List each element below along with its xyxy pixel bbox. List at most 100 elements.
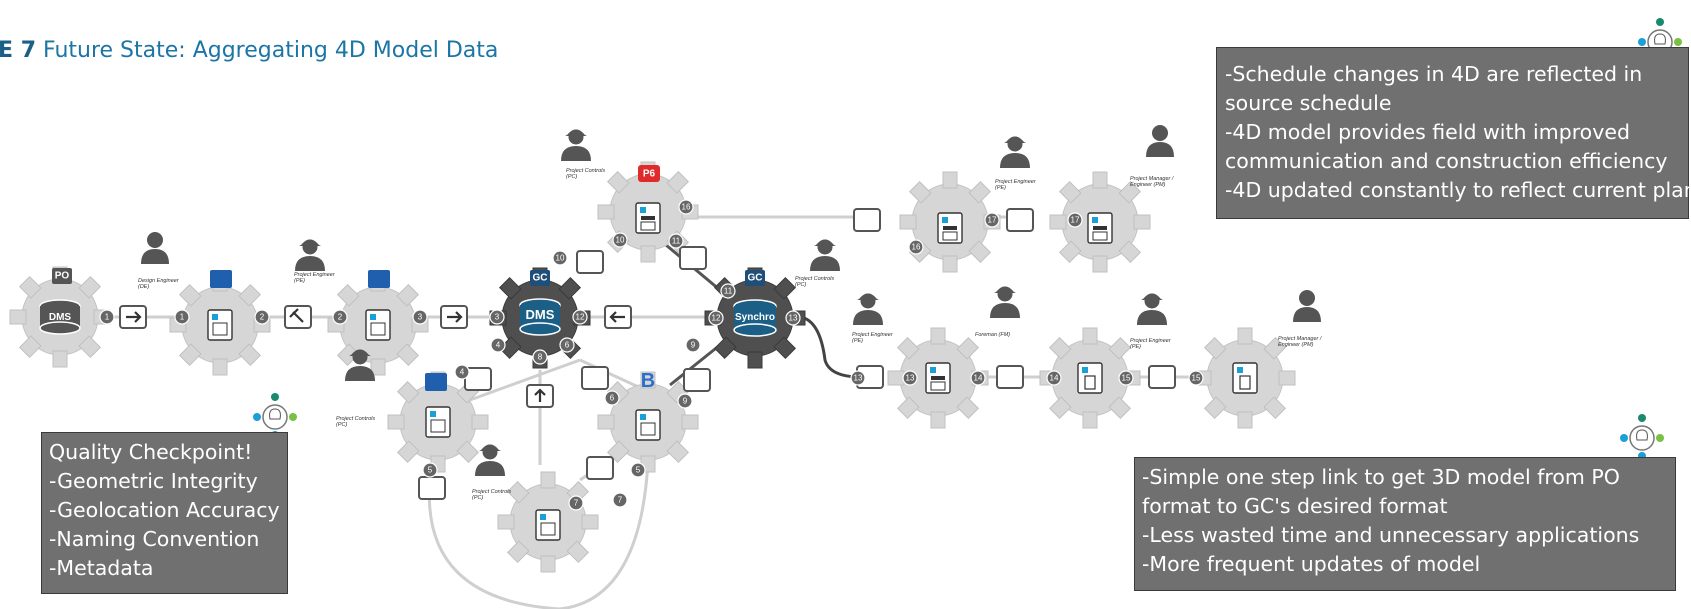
step-number-label: 3 [418, 313, 423, 322]
step-number-marker: 5 [630, 462, 646, 478]
schedule-benefits-note: -Schedule changes in 4D are reflected in… [1216, 47, 1691, 219]
step-number-label: 15 [1122, 374, 1131, 383]
step-number-label: 14 [974, 374, 983, 383]
svg-text:Project Manager /Engineer (PM): Project Manager /Engineer (PM) [1278, 336, 1322, 348]
svg-text:Project Engineer(PE): Project Engineer(PE) [852, 332, 894, 344]
note-line: -Less wasted time and unnecessary applic… [1142, 523, 1640, 547]
note-line: -Geolocation Accuracy [49, 498, 280, 522]
step-number-marker: 3 [412, 309, 428, 325]
step-number-label: 12 [712, 314, 721, 323]
step-number-label: 4 [496, 341, 501, 350]
step-number-label: 13 [854, 374, 863, 383]
step-number-label: 9 [683, 397, 688, 406]
step-number-marker: 7 [568, 495, 584, 511]
svg-text:B: B [641, 370, 655, 392]
project-manager-person-icon [1293, 290, 1321, 322]
step-number-marker: 9 [677, 393, 693, 409]
svg-text:GC: GC [533, 273, 548, 284]
step-number-marker: 4 [490, 337, 506, 353]
step-number-label: 13 [789, 314, 798, 323]
project-manager-person-icon [1146, 125, 1174, 157]
figure-title: E 7 Future State: Aggregating 4D Model D… [0, 38, 498, 63]
dms-hub-label: DMS [526, 307, 555, 322]
svg-text:PO: PO [55, 271, 70, 282]
step-number-label: 3 [495, 313, 500, 322]
dms-database-icon: DMS [519, 298, 561, 336]
project-controls-worker-icon [475, 444, 505, 476]
svg-text:Project Controls(PC): Project Controls(PC) [795, 276, 834, 288]
model-document-icon [425, 406, 451, 438]
step-number-label: 11 [724, 287, 733, 296]
check-connector-icon [683, 368, 711, 392]
step-number-marker: 15 [1118, 370, 1134, 386]
step-number-marker: 14 [1046, 370, 1062, 386]
step-number-label: 17 [1071, 216, 1080, 225]
schedule-document-icon [925, 362, 951, 394]
step-number-label: 2 [338, 313, 343, 322]
step-number-marker: 13 [850, 370, 866, 386]
svg-text:Design Engineer(DE): Design Engineer(DE) [138, 278, 180, 290]
microstation-logo-icon [210, 270, 447, 391]
synchro-output-line [799, 315, 866, 379]
step-number-label: 17 [988, 216, 997, 225]
video-document-icon [1077, 362, 1103, 394]
step-number-label: 15 [1192, 374, 1201, 383]
step-number-label: 8 [538, 353, 543, 362]
note-line: -Schedule changes in 4D are reflected in [1225, 62, 1643, 86]
step-number-marker: 13 [902, 370, 918, 386]
step-number-label: 13 [906, 374, 915, 383]
step-number-marker: 2 [332, 309, 348, 325]
dms-source-label: DMS [49, 312, 72, 323]
step-number-marker: 3 [489, 309, 505, 325]
model-document-icon [365, 309, 391, 341]
schedule-document-icon [937, 212, 963, 244]
schedule-document-icon [635, 202, 661, 234]
step-number-marker: 10 [552, 250, 568, 266]
step-number-label: 5 [428, 466, 433, 475]
quality-checkpoint-note: Quality Checkpoint! -Geometric Integrity… [41, 432, 288, 594]
model-link-benefits-note: -Simple one step link to get 3D model fr… [1134, 457, 1676, 591]
note-line: -Naming Convention [49, 527, 260, 551]
step-number-marker: 8 [532, 349, 548, 365]
step-number-label: 10 [616, 236, 625, 245]
step-number-marker: 16 [678, 199, 694, 215]
step-number-marker: 5 [422, 462, 438, 478]
role-labels: Design Engineer(DE) Project Engineer(PE)… [138, 168, 1322, 501]
po-badge: PO [52, 268, 72, 284]
step-number-label: 6 [610, 394, 615, 403]
step-number-marker: 16 [908, 239, 924, 255]
step-number-marker: 6 [559, 337, 575, 353]
step-number-marker: 1 [99, 309, 115, 325]
svg-text:Project Engineer(PE): Project Engineer(PE) [995, 179, 1037, 191]
step-number-marker: 12 [708, 310, 724, 326]
connector-glyphs [126, 308, 625, 402]
share-connector-icon [853, 208, 881, 232]
svg-text:Project Controls(PC): Project Controls(PC) [336, 416, 375, 428]
sync-connector-icon [679, 246, 707, 270]
step-number-marker: 17 [984, 212, 1000, 228]
step-number-label: 1 [105, 313, 110, 322]
lightbulb-icon [1619, 413, 1665, 461]
share-connector-icon [996, 365, 1024, 389]
video-document-icon [1232, 362, 1258, 394]
message-connector-icon [1006, 208, 1034, 232]
step-number-marker: 13 [785, 310, 801, 326]
note-line: -Geometric Integrity [49, 469, 258, 493]
deliverable-document-icon [535, 509, 561, 541]
synchro-database-icon: Synchro [733, 299, 777, 337]
svg-text:Foreman (FM): Foreman (FM) [975, 332, 1010, 338]
step-number-marker: 2 [254, 309, 270, 325]
synchro-hub-label: Synchro [735, 312, 775, 323]
svg-text:Project Engineer(PE): Project Engineer(PE) [1130, 338, 1172, 350]
step-number-label: 5 [636, 466, 641, 475]
step-number-marker: 12 [572, 309, 588, 325]
arrow-diagonal-connector-icon [586, 456, 614, 480]
video-connector-icon [1148, 365, 1176, 389]
project-engineer-worker-icon [853, 293, 883, 325]
figure-title-text: Future State: Aggregating 4D Model Data [43, 38, 499, 63]
step-number-label: 1 [180, 313, 185, 322]
step-number-marker: 4 [454, 364, 470, 380]
figure-label: E 7 [0, 38, 36, 63]
arrow-diagonal-connector-icon [576, 250, 604, 274]
step-number-label: 14 [1050, 374, 1059, 383]
